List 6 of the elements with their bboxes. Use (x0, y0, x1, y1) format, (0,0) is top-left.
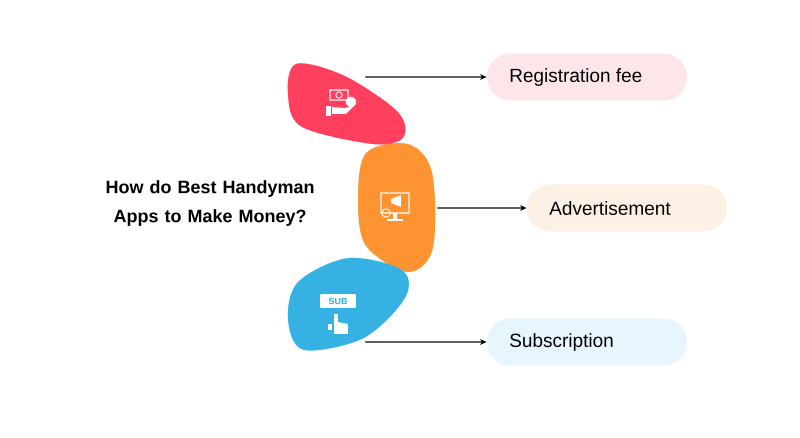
label-pill: Registration fee (487, 54, 687, 100)
title: How do Best Handyman Apps to Make Money? (106, 180, 314, 226)
icon-shape (358, 142, 436, 272)
icon-shape (288, 63, 406, 144)
label-pill: Advertisement (527, 184, 727, 232)
label-pill: Subscription (487, 318, 687, 366)
